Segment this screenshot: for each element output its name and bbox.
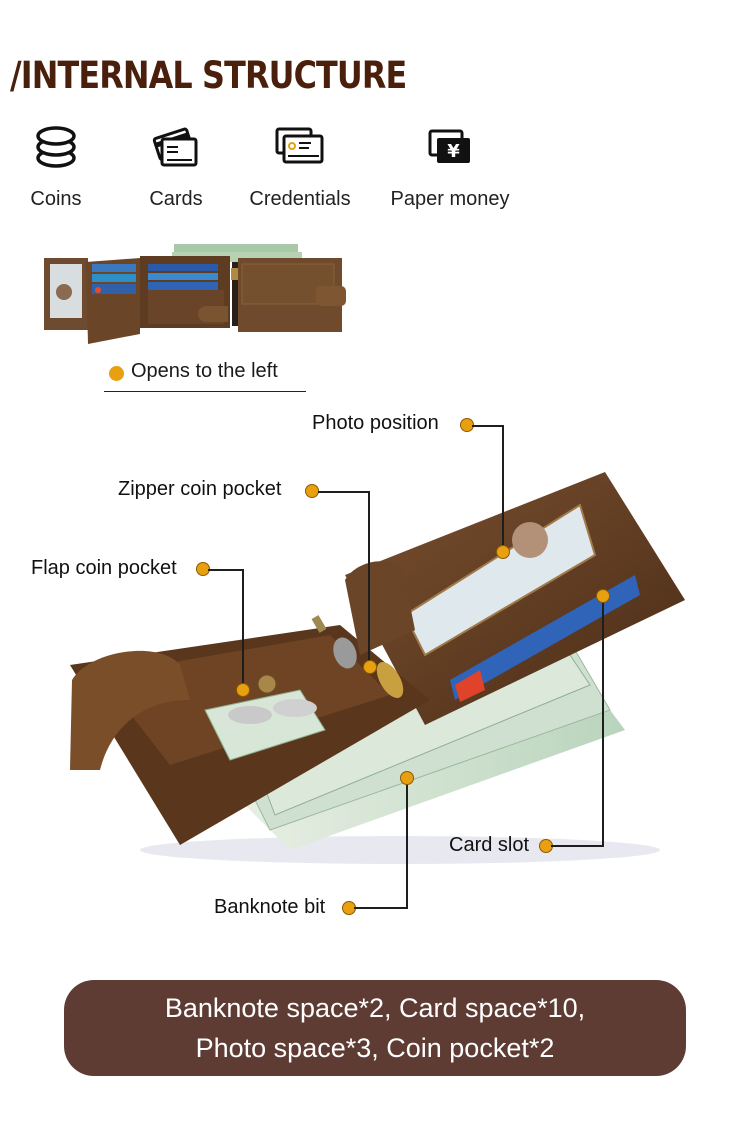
open-wallet-photo — [44, 242, 348, 346]
leader-line — [368, 491, 370, 666]
callout-banknote-bit: Banknote bit — [214, 896, 326, 918]
cards-icon — [106, 124, 246, 170]
feature-label: Credentials — [249, 188, 351, 210]
leader-line — [318, 491, 370, 493]
feature-label: Paper money — [390, 188, 510, 210]
feature-label: Cards — [149, 188, 203, 210]
callout-flap-coin-pocket: Flap coin pocket — [31, 557, 177, 579]
leader-line — [242, 569, 244, 687]
callout-card-slot: Card slot — [449, 834, 530, 856]
leader-line — [208, 569, 244, 571]
callout-dot-icon — [496, 545, 510, 559]
callout-dot-icon — [596, 589, 610, 603]
page-title: /INTERNAL STRUCTURE — [10, 54, 407, 97]
callout-zipper-coin-pocket: Zipper coin pocket — [118, 478, 282, 500]
svg-text:¥: ¥ — [447, 141, 460, 162]
bullet-dot-icon — [109, 366, 124, 381]
feature-label: Coins — [30, 188, 82, 210]
callout-dot-icon — [305, 484, 319, 498]
feature-credentials: Credentials — [230, 124, 370, 211]
leader-line — [602, 598, 604, 847]
coins-icon — [0, 124, 126, 170]
credentials-icon — [230, 124, 370, 170]
wallet-detail-photo — [60, 470, 690, 870]
feature-paper-money: ¥ Paper money — [380, 124, 520, 211]
leader-line — [551, 845, 604, 847]
paper-money-icon: ¥ — [380, 124, 520, 170]
leader-line — [354, 907, 408, 909]
capacity-summary-banner: Banknote space*2, Card space*10, Photo s… — [64, 980, 686, 1076]
callout-dot-icon — [363, 660, 377, 674]
leader-line — [472, 425, 504, 427]
summary-line-2: Photo space*3, Coin pocket*2 — [195, 1033, 555, 1063]
feature-cards: Cards — [106, 124, 246, 211]
callout-dot-icon — [236, 683, 250, 697]
opening-direction-label: Opens to the left — [104, 360, 306, 392]
callout-dot-icon — [400, 771, 414, 785]
summary-line-1: Banknote space*2, Card space*10, — [164, 993, 586, 1023]
feature-coins: Coins — [0, 124, 126, 211]
leader-line — [502, 425, 504, 550]
callout-photo-position: Photo position — [312, 412, 439, 434]
leader-line — [406, 780, 408, 909]
